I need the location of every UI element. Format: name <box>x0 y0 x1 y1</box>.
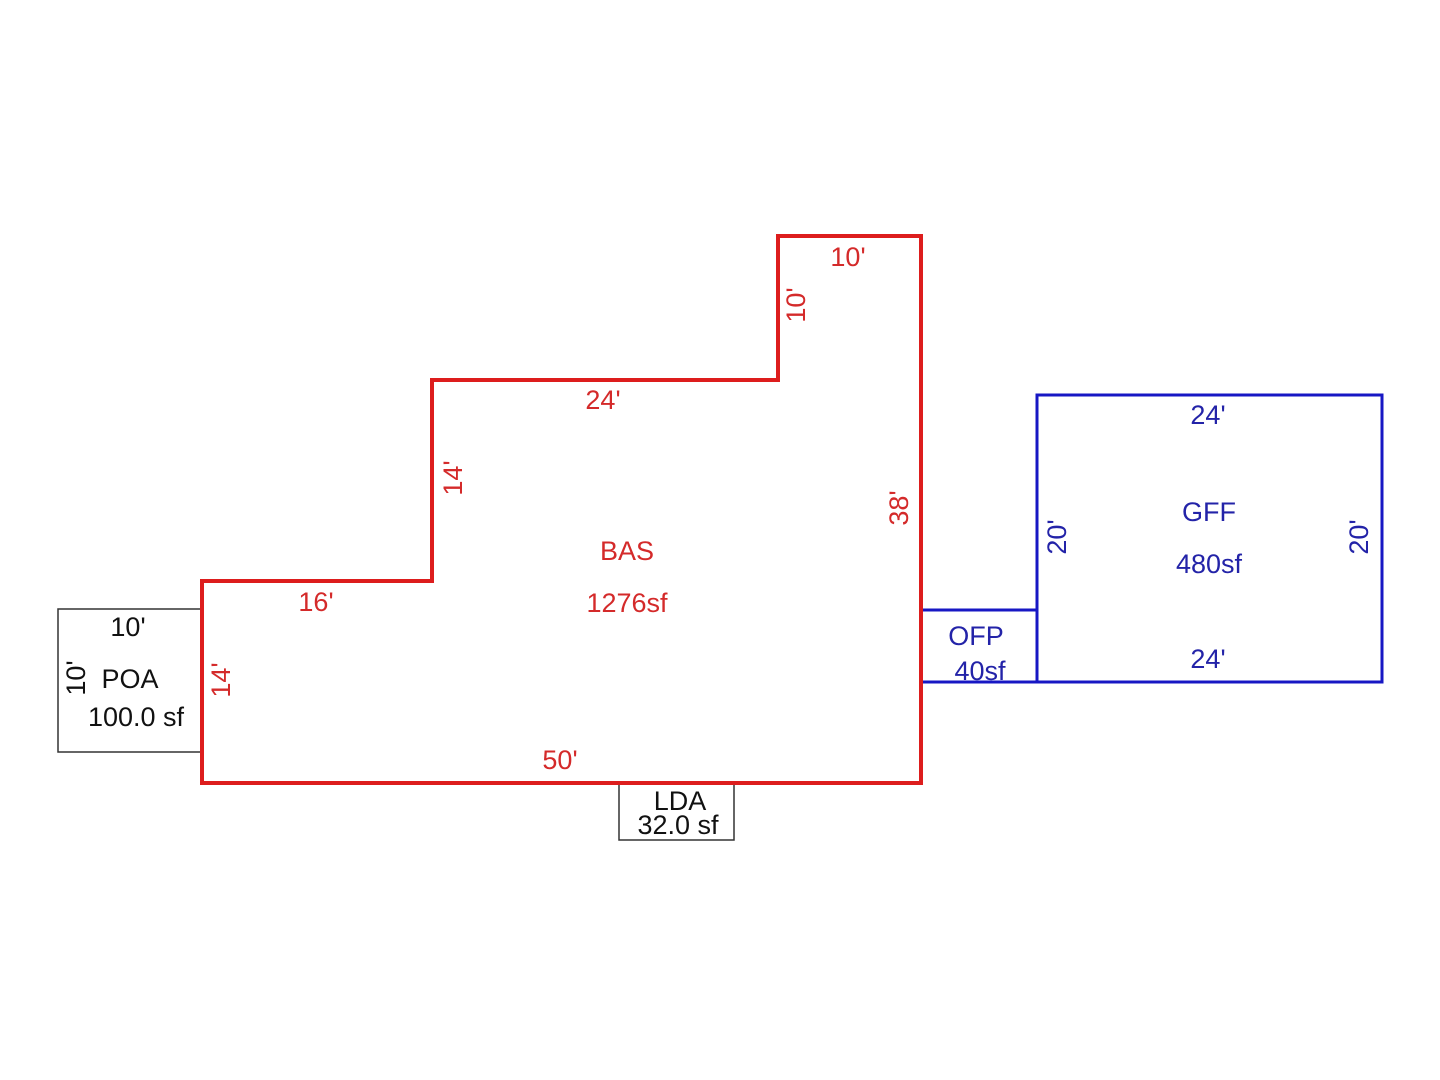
gff-outline <box>1035 393 1384 684</box>
poa-dim-top: 10' <box>110 612 145 642</box>
ofp-area-label: 40sf <box>954 656 1006 686</box>
bas-dim-step-lower: 16' <box>298 587 333 617</box>
gff-dim-right: 20' <box>1344 519 1374 554</box>
bas-dim-left: 14' <box>206 662 236 697</box>
gff-area-label: 480sf <box>1176 549 1243 579</box>
bas-area-label: 1276sf <box>586 588 668 618</box>
gff-dim-top: 24' <box>1190 400 1225 430</box>
bas-dim-top-upper: 10' <box>830 242 865 272</box>
bas-dim-riser-upper: 10' <box>781 287 811 322</box>
bas-dim-right: 38' <box>884 490 914 525</box>
lda-area-label: 32.0 sf <box>637 810 719 840</box>
ofp-code-label: OFP <box>948 621 1004 651</box>
lda-code-label: LDA <box>654 786 707 816</box>
poa-dim-left: 10' <box>61 660 91 695</box>
bas-outline <box>200 234 923 785</box>
gff-dim-left: 20' <box>1042 519 1072 554</box>
gff-code-label: GFF <box>1182 497 1236 527</box>
poa-area-label: 100.0 sf <box>88 702 185 732</box>
bas-dim-riser-middle: 14' <box>438 460 468 495</box>
poa-code-label: POA <box>101 664 158 694</box>
gff-dim-bottom: 24' <box>1190 644 1225 674</box>
bas-dim-bottom: 50' <box>542 745 577 775</box>
bas-dim-step-middle: 24' <box>585 385 620 415</box>
bas-code-label: BAS <box>600 536 654 566</box>
